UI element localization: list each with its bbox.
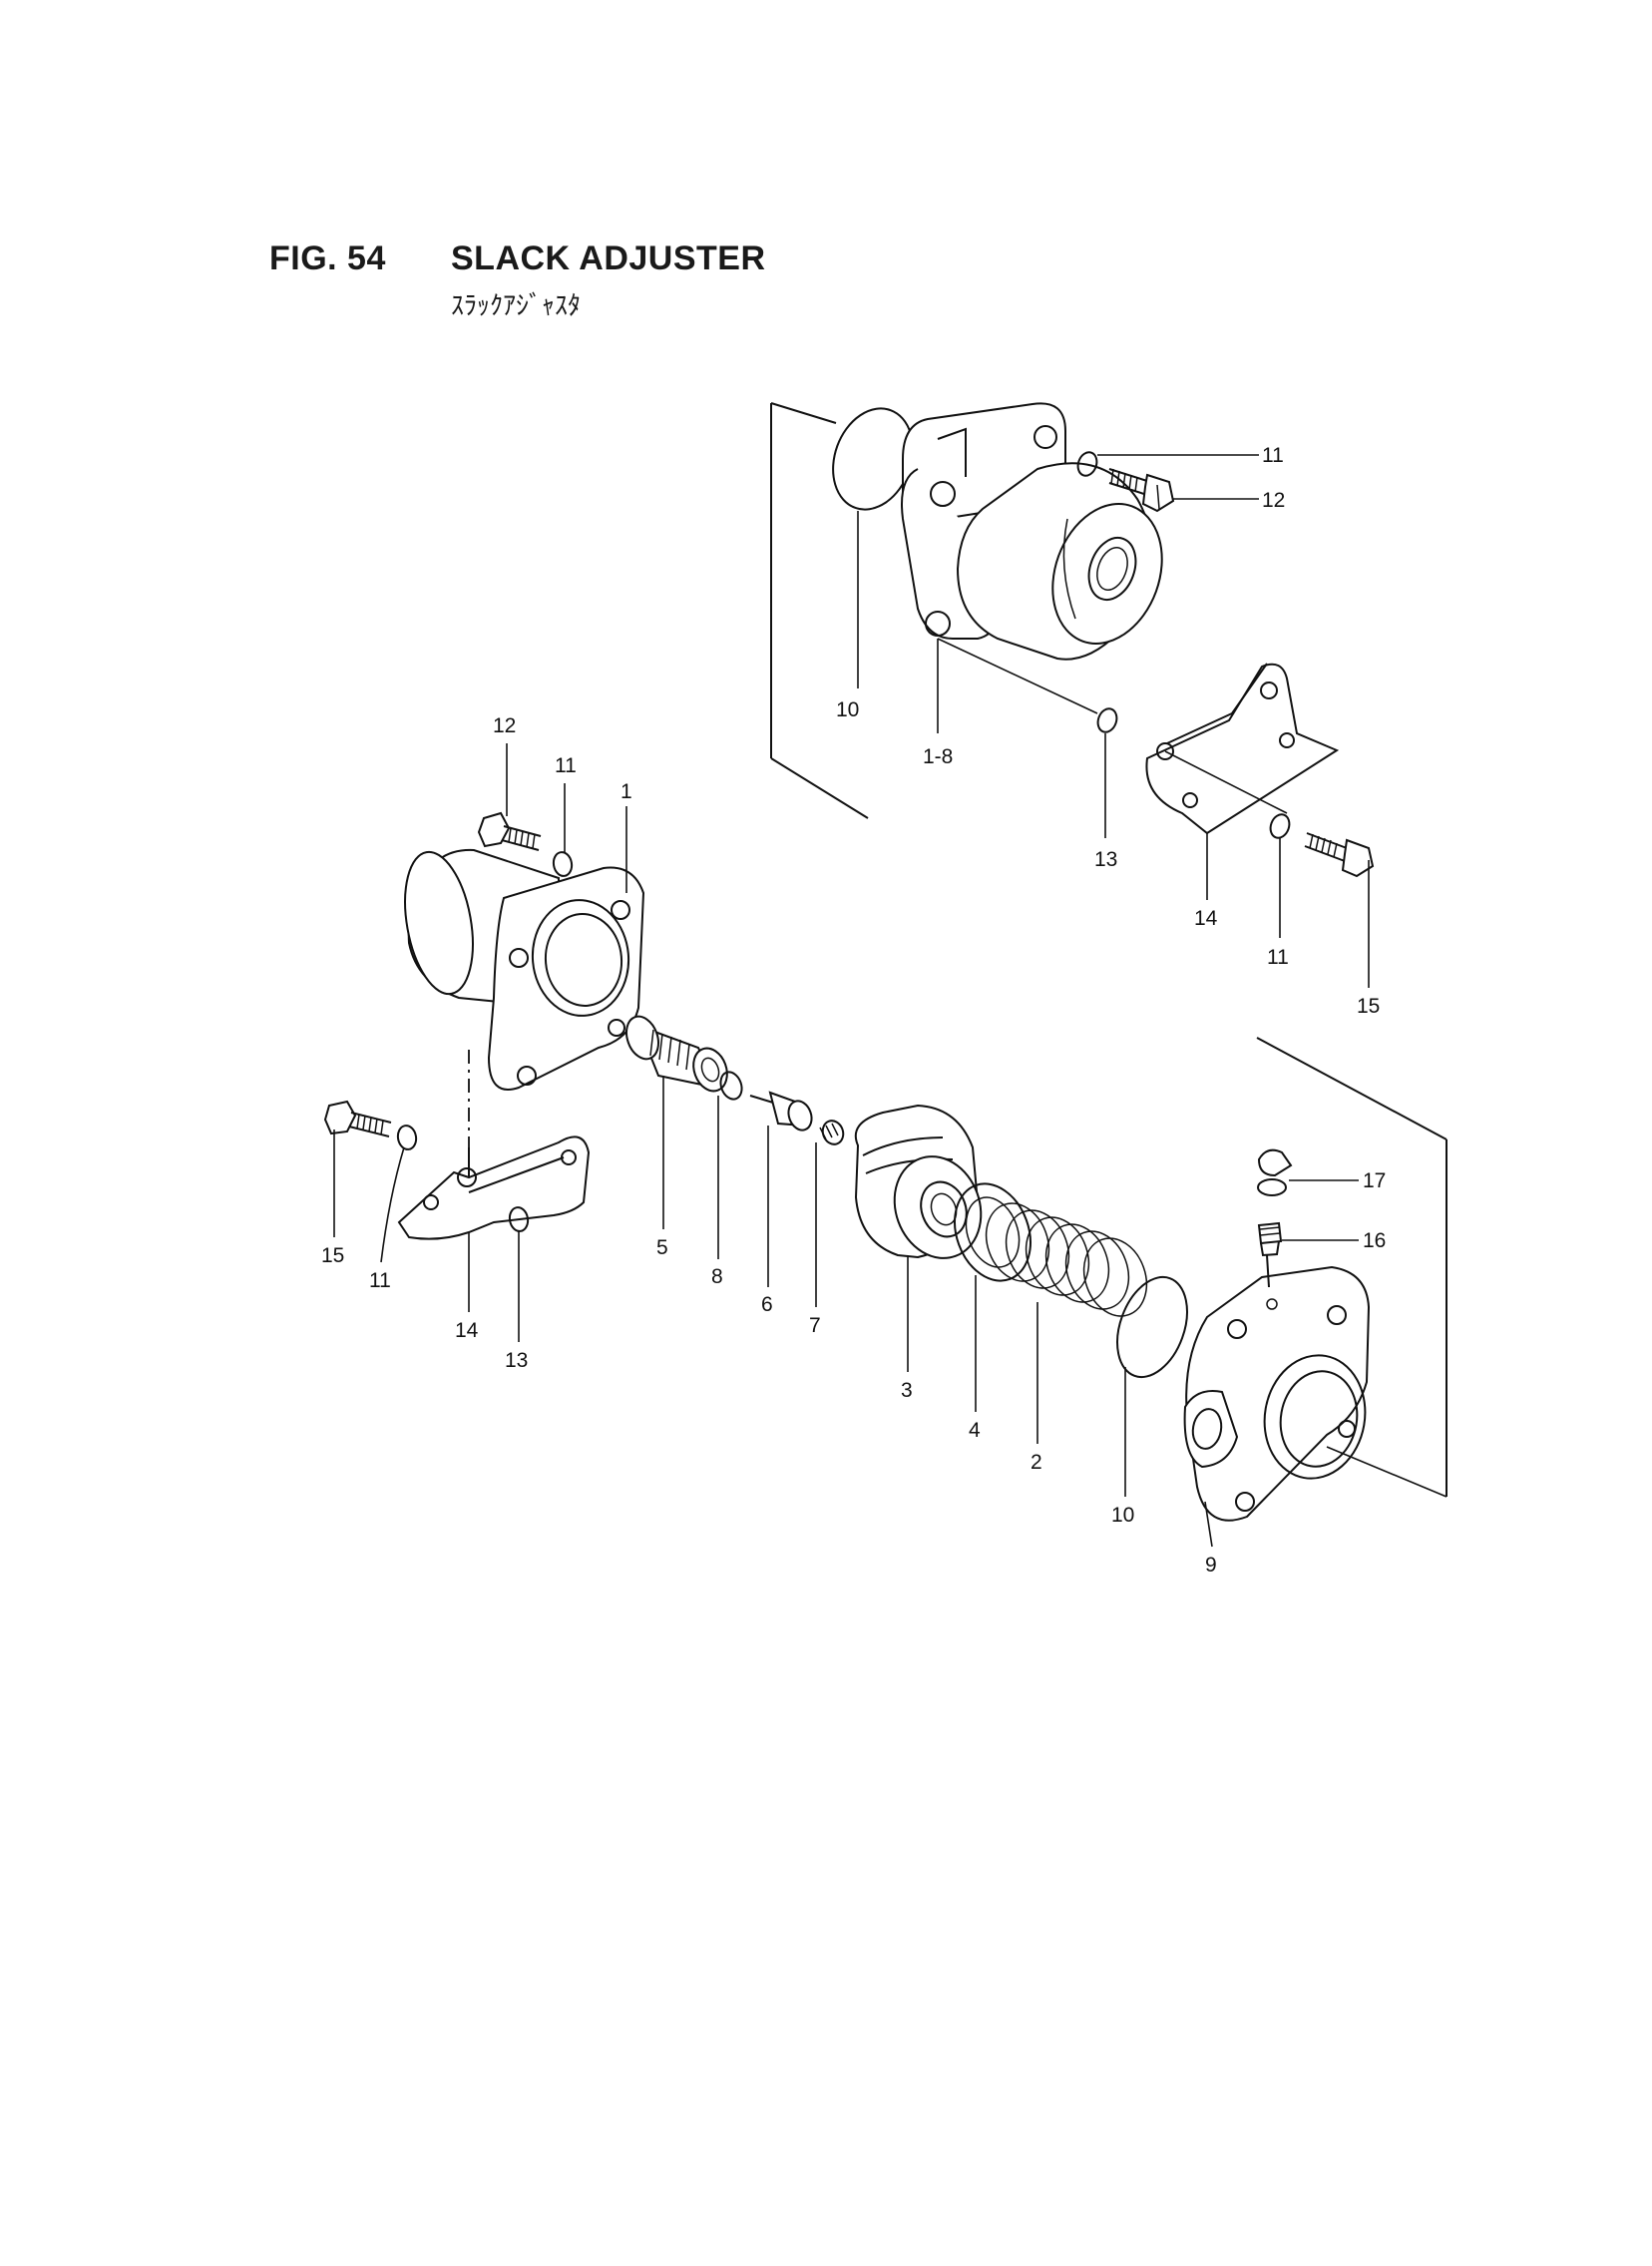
callout-4: 4 [969, 1419, 981, 1442]
callout-12-left: 12 [493, 714, 516, 737]
bolt-15-left [323, 1100, 392, 1137]
bolt-12-left [477, 811, 542, 851]
washer-4 [954, 1182, 1032, 1282]
callout-16: 16 [1363, 1229, 1386, 1252]
piston-3 [854, 1104, 983, 1259]
valve-6 [749, 1091, 813, 1132]
figure-title-japanese: ｽﾗｯｸｱｼﾞｬｽﾀ [451, 291, 582, 321]
washer-11-left [552, 851, 574, 877]
callout-11-left-low: 11 [369, 1269, 391, 1292]
callout-1: 1 [620, 780, 632, 803]
bracket-14-left [397, 1135, 591, 1240]
callout-1-8: 1-8 [923, 745, 953, 768]
oring-8 [719, 1071, 743, 1101]
washer-11-left-low [396, 1125, 418, 1150]
callout-2: 2 [1031, 1451, 1042, 1474]
callout-13-left: 13 [505, 1349, 528, 1372]
callout-17: 17 [1363, 1169, 1386, 1192]
callout-14-right: 14 [1194, 907, 1218, 930]
housing-1-8 [901, 402, 1163, 714]
cap-17 [1257, 1148, 1293, 1196]
callout-8: 8 [711, 1265, 723, 1288]
callout-15-left: 15 [321, 1244, 344, 1267]
callout-12-top: 12 [1262, 489, 1285, 512]
bracket-lines-right [1256, 1037, 1447, 1498]
spring-7 [819, 1120, 845, 1145]
cover-9 [1183, 1265, 1371, 1522]
callout-11-left: 11 [555, 754, 577, 777]
housing-1 [404, 848, 645, 1091]
oring-10-bottom [1116, 1275, 1188, 1379]
washer-11-top [1076, 451, 1098, 477]
callout-3: 3 [901, 1379, 913, 1402]
leader-lines [333, 454, 1370, 1548]
assembly-bracket-lines-top [770, 402, 869, 819]
bracket-14-top [1145, 663, 1340, 835]
bolt-12-top [1108, 468, 1175, 513]
washer-11-right [1269, 813, 1291, 839]
guide-5 [625, 1015, 728, 1093]
callout-13-right: 13 [1094, 848, 1117, 871]
spring-2 [985, 1202, 1148, 1317]
callout-6: 6 [761, 1293, 773, 1316]
callout-9: 9 [1205, 1554, 1217, 1577]
grease-fitting-16 [1257, 1221, 1283, 1288]
bolt-15-right [1304, 832, 1375, 878]
callout-11-top: 11 [1262, 444, 1284, 467]
callout-numbers: 11 12 10 1-8 13 14 11 15 12 11 1 15 11 1… [321, 444, 1386, 1577]
callout-7: 7 [809, 1314, 821, 1337]
figure-title: SLACK ADJUSTER [451, 239, 766, 277]
callout-14-left: 14 [455, 1319, 479, 1342]
callout-10-bottom: 10 [1111, 1504, 1134, 1527]
washer-13-left [508, 1206, 530, 1232]
figure-number: FIG. 54 [269, 239, 386, 277]
washer-13-top [1096, 707, 1118, 733]
callout-11-right: 11 [1267, 946, 1289, 969]
callout-15-right: 15 [1357, 995, 1380, 1018]
callout-5: 5 [656, 1236, 668, 1259]
callout-10-top: 10 [836, 698, 859, 721]
